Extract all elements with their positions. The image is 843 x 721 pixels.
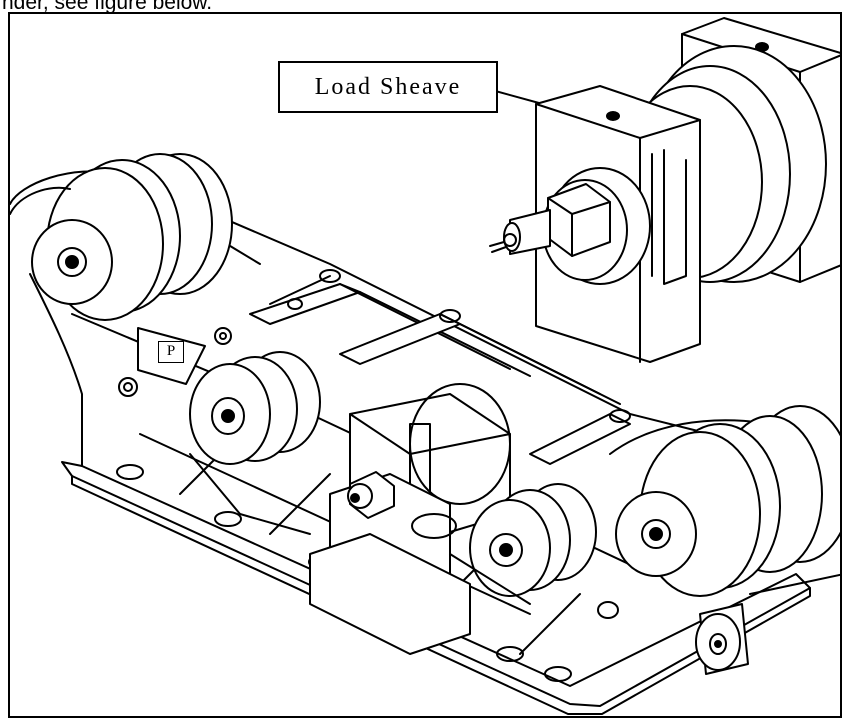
right-sheave-pair [609,405,840,597]
part-marker-label: P [158,341,184,363]
mechanical-assembly-drawing [10,17,840,715]
small-end-roller [695,603,749,675]
figure-caption-text: nder, see figure below. [2,0,213,14]
tie-rods [249,269,631,465]
figure-frame: Load Sheave P [8,12,842,718]
central-block-assembly [309,383,511,655]
front-right-sheave [449,483,597,605]
front-left-sheave [189,351,321,535]
load-sheave-inset [487,17,840,363]
load-sheave-callout: Load Sheave [278,61,498,113]
left-sheave-pair [10,153,233,321]
